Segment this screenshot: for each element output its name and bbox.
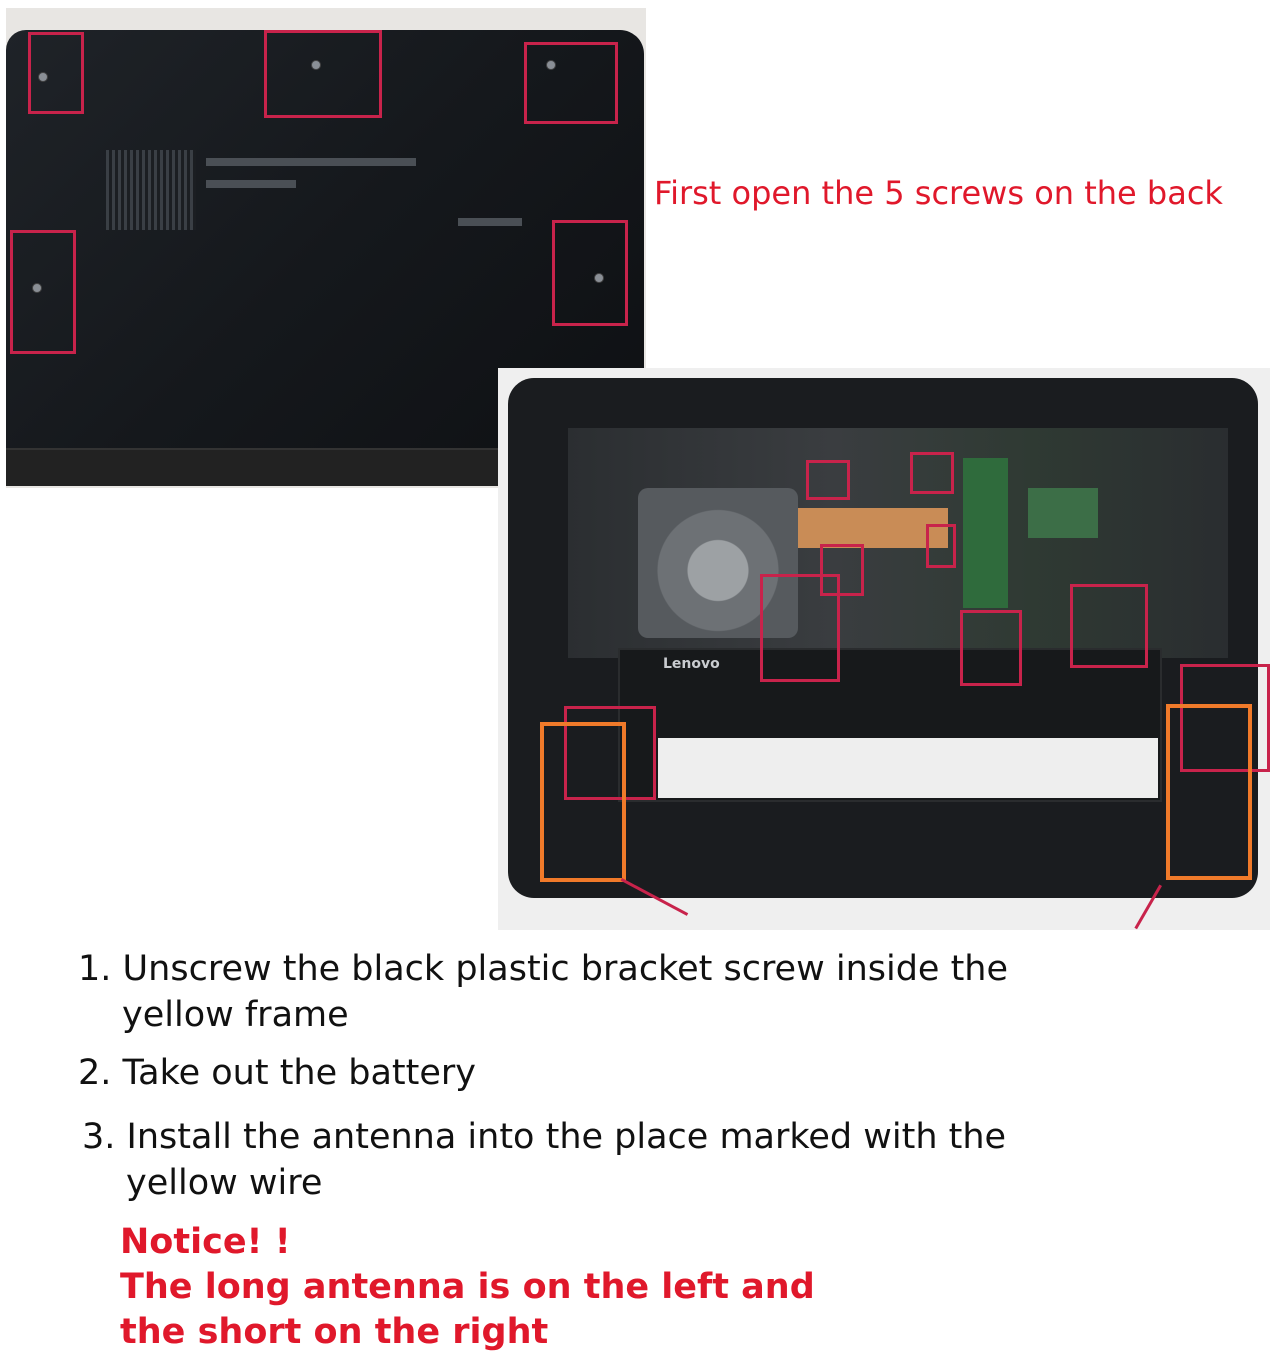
step-3: 3. Install the antenna into the place ma… (82, 1114, 1182, 1206)
screw-icon (32, 283, 42, 293)
screw-icon (546, 60, 556, 70)
screw-icon (311, 60, 321, 70)
regulatory-label (206, 180, 296, 188)
screw-marker (10, 230, 76, 354)
step-text: Take out the battery (122, 1053, 477, 1093)
step-2: 2. Take out the battery (78, 1050, 1178, 1096)
heatpipe (798, 508, 948, 548)
screw-marker (820, 544, 864, 596)
screw-marker (960, 610, 1022, 686)
screw-marker (760, 574, 840, 682)
notice-line: the short on the right (120, 1312, 549, 1352)
laptop-inside-photo: Lenovo (498, 368, 1270, 930)
cooling-fan (638, 488, 798, 638)
screw-marker (264, 30, 382, 118)
screw-marker (28, 32, 84, 114)
step-number: 2. (78, 1053, 112, 1093)
ssd-module (963, 458, 1008, 608)
bracket-marker-right (1166, 704, 1252, 880)
screw-marker (524, 42, 618, 124)
step-number: 1. (78, 949, 112, 989)
screw-marker (1070, 584, 1148, 668)
step-number: 3. (82, 1117, 116, 1157)
wifi-card (1028, 488, 1098, 538)
screw-icon (38, 72, 48, 82)
lenovo-logo: Lenovo (663, 656, 720, 672)
screw-marker (552, 220, 628, 326)
step-text: Unscrew the black plastic bracket screw … (122, 949, 1009, 989)
regulatory-label (206, 158, 416, 166)
notice-block: Notice! ! The long antenna is on the lef… (120, 1220, 815, 1355)
notice-line: The long antenna is on the left and (120, 1267, 815, 1307)
screw-icon (594, 273, 604, 283)
screw-marker (1180, 664, 1270, 772)
screw-marker (910, 452, 954, 494)
screw-marker (564, 706, 656, 800)
notice-title: Notice! ! (120, 1222, 291, 1262)
battery-label (658, 738, 1158, 798)
bracket-marker-left (540, 722, 626, 882)
screw-marker (806, 460, 850, 500)
vent-grille (106, 150, 196, 230)
screw-marker (926, 524, 956, 568)
serial-label (458, 218, 522, 226)
back-screws-instruction: First open the 5 screws on the back (654, 174, 1223, 212)
step-text-continued: yellow frame (122, 995, 349, 1035)
step-text-continued: yellow wire (126, 1163, 323, 1203)
step-text: Install the antenna into the place marke… (126, 1117, 1007, 1157)
step-1: 1. Unscrew the black plastic bracket scr… (78, 946, 1178, 1038)
